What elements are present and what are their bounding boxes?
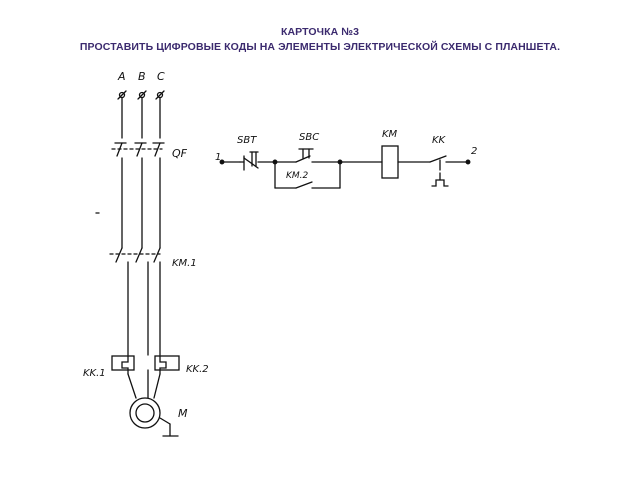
km2-label: KM.2 — [286, 171, 309, 181]
sbc-label: SBC — [299, 132, 319, 143]
kk2-thermal-relay — [154, 355, 180, 375]
km1-label: KM.1 — [172, 258, 197, 269]
motor — [129, 397, 179, 437]
km-coil — [381, 145, 399, 179]
node-2-terminal — [465, 159, 471, 165]
phase-label-a: A — [117, 70, 126, 83]
card-instruction: ПРОСТАВИТЬ ЦИФРОВЫЕ КОДЫ НА ЭЛЕМЕНТЫ ЭЛЕ… — [79, 41, 561, 53]
motor-label: M — [178, 407, 188, 420]
qf-label: QF — [172, 147, 188, 160]
card-title: КАРТОЧКА №3 — [280, 26, 360, 38]
power-circuit: A B C QF — [83, 70, 209, 437]
kk-label: KK — [432, 135, 447, 146]
node-1-label: 1 — [215, 152, 221, 163]
kk1-thermal-relay — [111, 355, 135, 375]
kk-relay-contact — [429, 155, 469, 187]
kk2-label: KK.2 — [186, 364, 209, 375]
km2-holding-contact — [274, 161, 341, 189]
km1-contactor — [109, 247, 161, 263]
phase-terminals — [117, 90, 165, 100]
control-circuit: 1 SBT SBC — [215, 129, 477, 189]
sbt-stop-button — [239, 151, 276, 171]
phase-label-b: B — [138, 70, 146, 83]
sbc-start-button — [274, 148, 341, 163]
km-label: KM — [382, 129, 398, 140]
sbt-label: SBT — [237, 135, 257, 146]
kk1-label: KK.1 — [83, 368, 106, 379]
node-2-label: 2 — [471, 146, 477, 157]
qf-breaker — [111, 142, 165, 157]
phase-label-c: C — [157, 70, 165, 83]
